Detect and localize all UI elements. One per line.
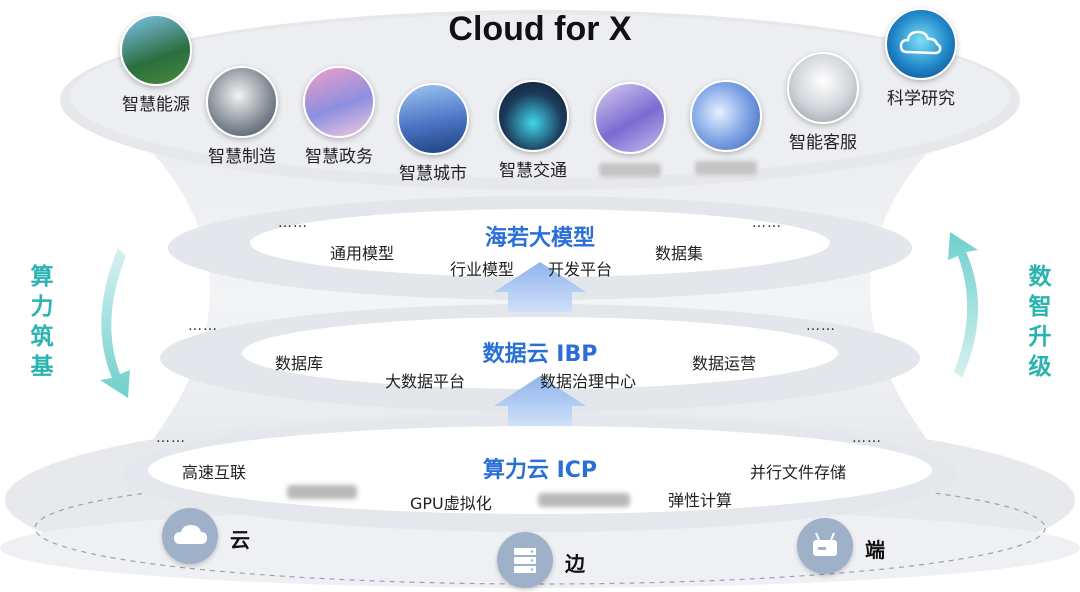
compute-ellipsis-left: …… — [156, 430, 186, 446]
model-item-industry: 行业模型 — [450, 260, 515, 279]
edge-node-label: 边 — [565, 552, 585, 576]
app-scientific-research: 科学研究 — [866, 8, 976, 109]
model-item-dataset: 数据集 — [655, 244, 704, 263]
device-node — [797, 518, 853, 574]
redacted-item-right — [538, 493, 630, 507]
model-item-general: 通用模型 — [330, 244, 395, 263]
cloud-research-icon — [885, 8, 957, 80]
app-medical — [575, 82, 685, 181]
data-ellipsis-left: …… — [188, 318, 218, 334]
compute-item-interconnect: 高速互联 — [182, 463, 247, 482]
app-smart-traffic: 智慧交通 — [478, 80, 588, 181]
device-icon — [813, 532, 837, 556]
model-ellipsis-left: …… — [278, 215, 308, 231]
app-smart-city: 智慧城市 — [378, 83, 488, 184]
app-smart-customer-service: 智能客服 — [768, 52, 878, 153]
redacted-item-left — [287, 485, 357, 499]
device-node-label: 端 — [865, 538, 885, 562]
model-layer-title: 海若大模型 — [484, 226, 595, 251]
service-robot-icon — [787, 52, 859, 124]
compute-item-gpu: GPU虚拟化 — [410, 494, 492, 513]
cloud-node-label: 云 — [230, 528, 250, 552]
compute-item-elastic: 弹性计算 — [668, 491, 733, 510]
app-smart-government: 智慧政务 — [284, 66, 394, 167]
data-ellipsis-right: …… — [806, 318, 836, 334]
data-item-bigdata: 大数据平台 — [385, 372, 466, 391]
data-item-operations: 数据运营 — [692, 354, 757, 373]
energy-icon — [120, 14, 192, 86]
data-item-governance: 数据治理中心 — [540, 372, 637, 391]
ai-face-icon — [690, 80, 762, 152]
app-smart-manufacturing: 智慧制造 — [187, 66, 297, 167]
data-layer-title: 数据云 IBP — [482, 342, 598, 367]
government-icon — [303, 66, 375, 138]
compute-ellipsis-right: …… — [852, 430, 882, 446]
server-icon — [514, 548, 536, 573]
medical-icon — [594, 82, 666, 154]
compute-layer-title: 算力云 ICP — [482, 458, 598, 483]
model-ellipsis-right: …… — [752, 215, 782, 231]
cloud-node — [162, 508, 218, 564]
city-icon — [397, 83, 469, 155]
side-label-left: 算力筑基 — [30, 264, 54, 380]
page-title: Cloud for X — [448, 10, 632, 48]
app-ai-assistant — [671, 80, 781, 179]
traffic-icon — [497, 80, 569, 152]
edge-node — [497, 532, 553, 588]
data-item-database: 数据库 — [275, 354, 324, 373]
cloud-icon — [174, 525, 207, 544]
compute-item-storage: 并行文件存储 — [750, 463, 847, 482]
robot-arm-icon — [206, 66, 278, 138]
side-label-right: 数智升级 — [1028, 264, 1052, 380]
model-item-dev-platform: 开发平台 — [548, 260, 613, 279]
app-smart-energy: 智慧能源 — [101, 14, 211, 115]
